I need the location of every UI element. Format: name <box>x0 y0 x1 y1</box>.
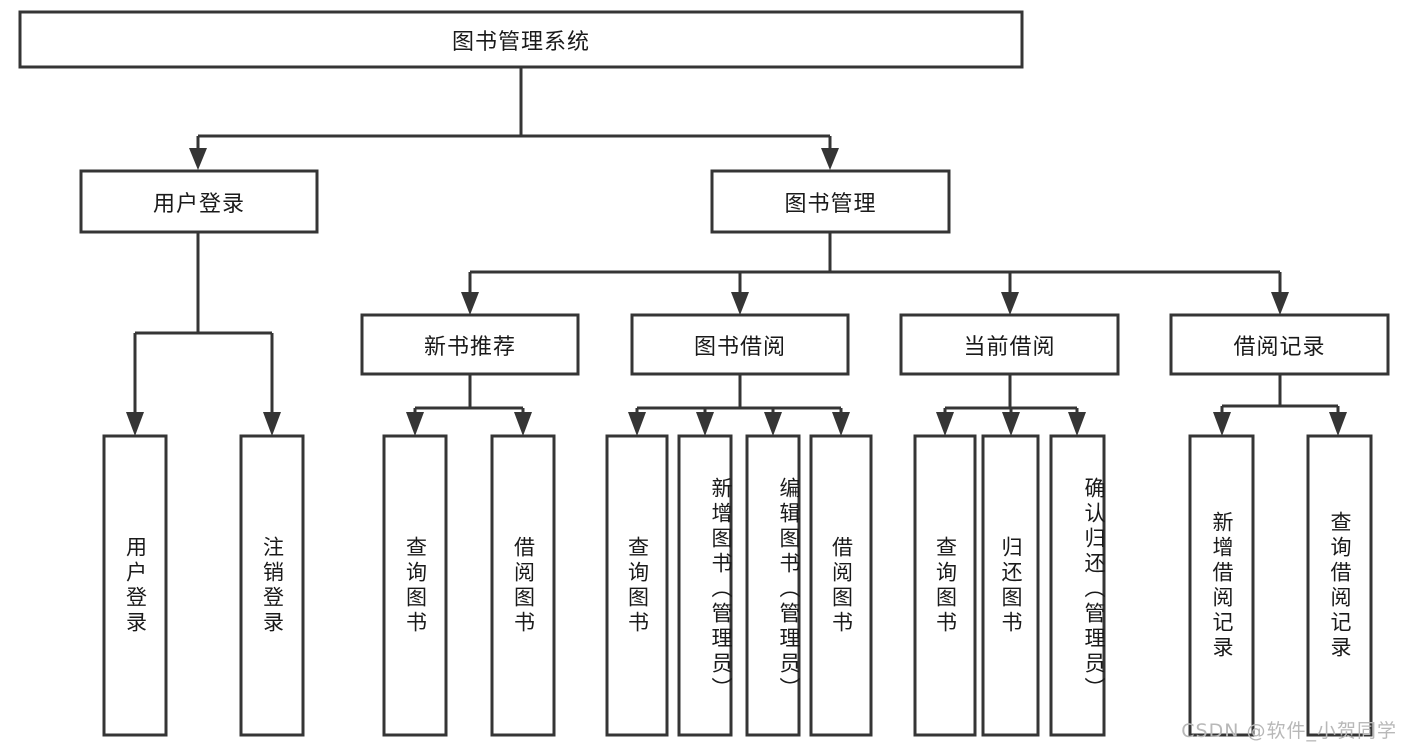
node-user-login[interactable] <box>79 169 319 234</box>
arrow-to-leaf-return-book <box>1002 412 1020 436</box>
node-book-borrow[interactable] <box>630 313 850 376</box>
arrow-to-leaf-add-book <box>696 412 714 436</box>
leaf-box-query-book-3[interactable] <box>913 434 977 737</box>
arrow-to-leaf-edit-book <box>764 412 782 436</box>
leaf-box-add-record[interactable] <box>1188 434 1255 737</box>
leaf-box-edit-book[interactable] <box>745 434 801 737</box>
leaf-box-borrow-book-2[interactable] <box>809 434 873 737</box>
arrow-to-leaf-query-record <box>1329 412 1347 436</box>
arrow-to-leaf-query-book-2 <box>628 412 646 436</box>
leaf-box-query-book-2[interactable] <box>605 434 669 737</box>
leaf-box-logout[interactable] <box>239 434 305 737</box>
leaf-box-borrow-book-1[interactable] <box>490 434 556 737</box>
arrow-to-leaf-query-book-3 <box>936 412 954 436</box>
leaf-box-add-book[interactable] <box>677 434 733 737</box>
leaf-box-return-book[interactable] <box>981 434 1040 737</box>
leaf-box-query-record[interactable] <box>1306 434 1373 737</box>
arrow-to-book-management <box>821 148 839 170</box>
leaf-box-confirm-return[interactable] <box>1049 434 1106 737</box>
arrow-to-leaf-borrow-book-2 <box>832 412 850 436</box>
arrow-to-current-borrow <box>1001 292 1019 315</box>
node-root-system[interactable] <box>18 10 1024 69</box>
node-new-book-recommend[interactable] <box>360 313 580 376</box>
leaf-box-user-login[interactable] <box>102 434 168 737</box>
arrow-to-leaf-query-book-1 <box>406 412 424 436</box>
node-current-borrow[interactable] <box>899 313 1120 376</box>
arrow-to-leaf-logout <box>263 412 281 436</box>
arrow-to-user-login <box>189 148 207 170</box>
node-borrow-record[interactable] <box>1169 313 1390 376</box>
arrow-to-book-borrow <box>731 292 749 315</box>
node-book-management[interactable] <box>710 169 951 234</box>
arrow-to-leaf-confirm-return <box>1068 412 1086 436</box>
arrow-to-leaf-add-record <box>1213 412 1231 436</box>
arrow-to-leaf-user-login <box>126 412 144 436</box>
arrow-to-new-book-recommend <box>461 292 479 315</box>
leaf-box-query-book-1[interactable] <box>382 434 448 737</box>
arrow-to-leaf-borrow-book-1 <box>514 412 532 436</box>
arrow-to-borrow-record <box>1271 292 1289 315</box>
